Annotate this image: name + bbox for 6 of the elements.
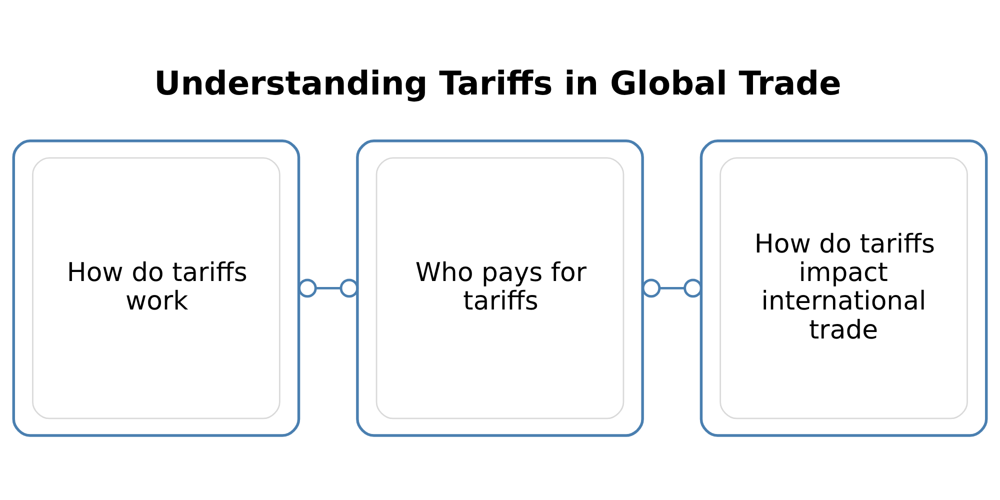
node-box: How do tariffs impact international trade [700,139,988,437]
connector [642,278,702,298]
node-box: How do tariffs work [12,139,300,437]
connector [298,278,359,298]
node-box: Who pays for tariffs [356,139,644,437]
diagram-title: Understanding Tariffs in Global Trade [154,64,842,103]
